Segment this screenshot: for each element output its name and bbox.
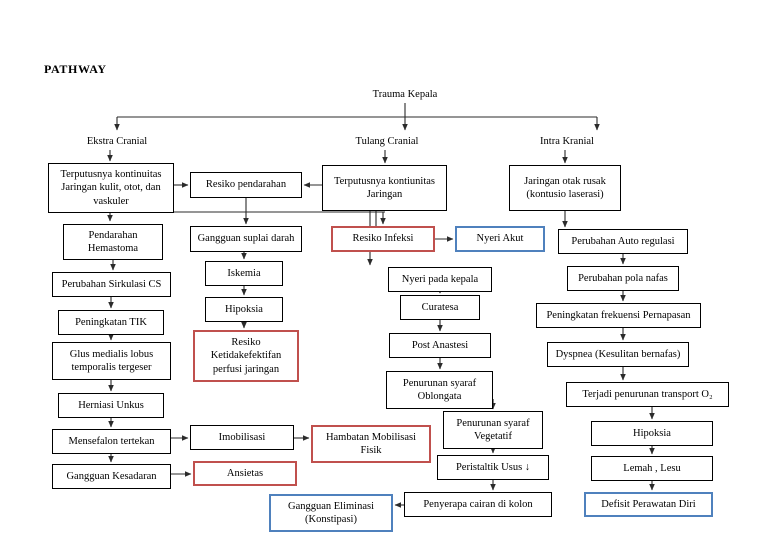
node-label: Nyeri Akut — [476, 233, 524, 245]
node-curatesa: Curatesa — [400, 295, 480, 320]
node-hipoksia_1: Hipoksia — [205, 297, 283, 322]
node-label: Intra Kranial — [540, 136, 594, 148]
node-nyeri_pada_kepala: Nyeri pada kepala — [388, 267, 492, 292]
node-label: Iskemia — [227, 267, 261, 279]
node-glus_medialis: Glus medialis lobus temporalis tergeser — [52, 342, 171, 380]
node-terputusnya_kulit: Terputusnya kontinuitas Jaringan kulit, … — [48, 163, 174, 213]
node-tulang_cranial: Tulang Cranial — [332, 134, 442, 150]
node-label: Curatesa — [421, 301, 459, 313]
node-label: Perubahan Sirkulasi CS — [61, 278, 162, 290]
node-label: Terputusnya kontiunitas Jaringan — [333, 175, 436, 200]
node-label: Penurunan syaraf Oblongata — [402, 377, 477, 402]
node-resiko_pendarahan: Resiko pendarahan — [190, 172, 302, 198]
node-terjadi_penurunan_o2: Terjadi penurunan transport O₂ — [566, 382, 729, 407]
node-label: Tulang Cranial — [355, 136, 419, 148]
node-label: Resiko pendarahan — [205, 179, 287, 191]
node-label: Mensefalon tertekan — [68, 435, 155, 447]
node-jaringan_otak_rusak: Jaringan otak rusak (kontusio laserasi) — [509, 165, 621, 211]
node-gangguan_kesadaran: Gangguan Kesadaran — [52, 464, 171, 489]
node-trauma_kepala: Trauma Kepala — [350, 87, 460, 103]
node-label: Peningkatan frekuensi Pernapasan — [546, 309, 691, 321]
node-label: Post Anastesi — [411, 339, 469, 351]
node-label: Hipoksia — [225, 303, 263, 315]
node-defisit_perawatan: Defisit Perawatan Diri — [584, 492, 713, 517]
node-label: Penurunan syaraf Vegetatif — [456, 417, 530, 442]
node-iskemia: Iskemia — [205, 261, 283, 286]
node-gangguan_eliminasi: Gangguan Eliminasi (Konstipasi) — [269, 494, 393, 532]
node-label: Ansietas — [226, 467, 264, 479]
node-label: Penyerapa cairan di kolon — [423, 498, 533, 510]
node-label: Perubahan Auto regulasi — [571, 235, 675, 247]
node-terputusnya_jaringan: Terputusnya kontiunitas Jaringan — [322, 165, 447, 211]
node-mensefalon: Mensefalon tertekan — [52, 429, 171, 454]
node-ekstra_cranial: Ekstra Cranial — [62, 134, 172, 150]
node-penurunan_vegetatif: Penurunan syaraf Vegetatif — [443, 411, 543, 449]
node-peristaltik_usus: Peristaltik Usus ↓ — [437, 455, 549, 480]
node-label: Hambatan Mobilisasi Fisik — [325, 431, 417, 456]
node-label: Resiko Infeksi — [352, 233, 414, 245]
node-post_anastesi: Post Anastesi — [389, 333, 491, 358]
node-label: Peristaltik Usus ↓ — [455, 461, 531, 473]
node-label: Terjadi penurunan transport O₂ — [582, 388, 713, 400]
node-hipoksia_2: Hipoksia — [591, 421, 713, 446]
node-pendarahan_hemastoma: Pendarahan Hemastoma — [63, 224, 163, 260]
node-label: Gangguan Kesadaran — [66, 470, 157, 482]
node-penurunan_oblongata: Penurunan syaraf Oblongata — [386, 371, 493, 409]
node-penyerapa_cairan: Penyerapa cairan di kolon — [404, 492, 552, 517]
node-label: Imobilisasi — [218, 431, 266, 443]
node-peningkatan_frekuensi: Peningkatan frekuensi Pernapasan — [536, 303, 701, 328]
node-peningkatan_tik: Peningkatan TIK — [58, 310, 164, 335]
node-resiko_infeksi: Resiko Infeksi — [331, 226, 435, 252]
node-label: Gangguan suplai darah — [197, 233, 295, 245]
page-title: PATHWAY — [44, 62, 107, 76]
node-label: Nyeri pada kepala — [401, 273, 479, 285]
node-hambatan_mobilisasi: Hambatan Mobilisasi Fisik — [311, 425, 431, 463]
node-label: Pendarahan Hemastoma — [87, 229, 139, 254]
node-herniasi_unkus: Herniasi Unkus — [58, 393, 164, 418]
node-label: Ekstra Cranial — [86, 136, 148, 148]
node-label: Jaringan otak rusak (kontusio laserasi) — [524, 175, 606, 200]
node-resiko_ketidak: Resiko Ketidakefektifan perfusi jaringan — [193, 330, 299, 382]
node-label: Resiko Ketidakefektifan perfusi jaringan — [210, 337, 282, 375]
node-lemah_lesu: Lemah , Lesu — [591, 456, 713, 481]
node-label: Terputusnya kontinuitas Jaringan kulit, … — [60, 169, 162, 207]
node-perubahan_pola_nafas: Perubahan pola nafas — [567, 266, 679, 291]
node-label: Lemah , Lesu — [623, 462, 681, 474]
node-perubahan_sirkulasi: Perubahan Sirkulasi CS — [52, 272, 171, 297]
node-label: Trauma Kepala — [372, 89, 438, 101]
node-label: Gangguan Eliminasi (Konstipasi) — [287, 500, 375, 525]
node-dyspnea: Dyspnea (Kesulitan bernafas) — [547, 342, 689, 367]
node-label: Hipoksia — [633, 427, 671, 439]
node-nyeri_akut: Nyeri Akut — [455, 226, 545, 252]
node-perubahan_auto: Perubahan Auto regulasi — [558, 229, 688, 254]
node-label: Herniasi Unkus — [78, 399, 144, 411]
node-label: Glus medialis lobus temporalis tergeser — [69, 348, 154, 373]
node-ansietas: Ansietas — [193, 461, 297, 486]
node-gangguan_suplai: Gangguan suplai darah — [190, 226, 302, 252]
node-label: Perubahan pola nafas — [578, 272, 668, 284]
node-label: Peningkatan TIK — [75, 316, 147, 328]
node-intra_kranial: Intra Kranial — [512, 134, 622, 150]
node-imobilisasi: Imobilisasi — [190, 425, 294, 450]
node-label: Defisit Perawatan Diri — [601, 498, 696, 510]
node-label: Dyspnea (Kesulitan bernafas) — [555, 348, 681, 360]
